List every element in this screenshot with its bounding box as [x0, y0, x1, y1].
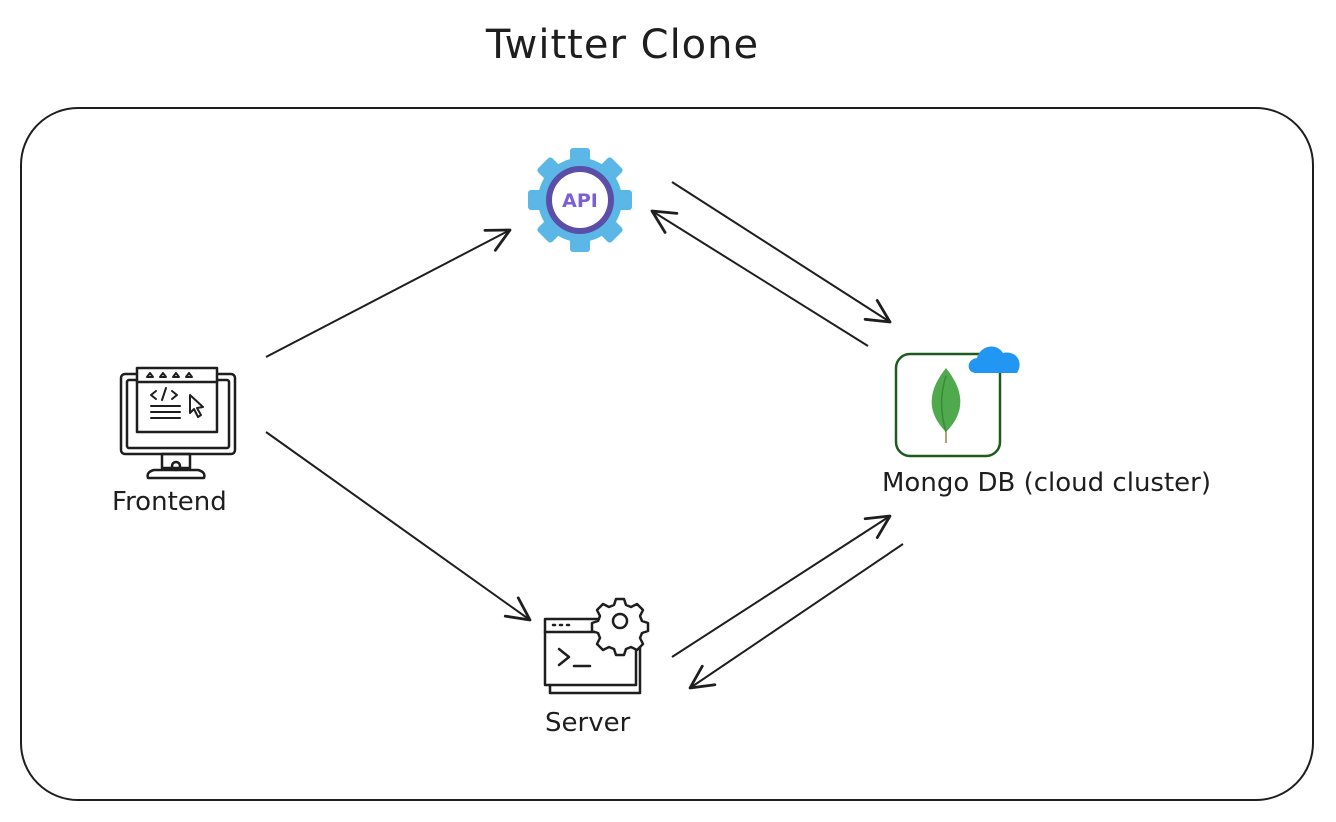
edge-frontend-server — [265, 431, 532, 622]
mongo-label: Mongo DB (cloud cluster) — [882, 468, 1211, 498]
edge-mongo-server — [688, 543, 904, 690]
diagram-frame — [20, 107, 1314, 801]
cloud-icon — [968, 346, 1020, 373]
page-title: Twitter Clone — [485, 22, 760, 68]
frontend-label: Frontend — [112, 487, 227, 517]
edge-frontend-api — [265, 228, 512, 358]
server-label: Server — [545, 708, 631, 738]
frontend-monitor-icon — [119, 366, 237, 480]
edge-api-mongo — [671, 181, 892, 324]
api-icon-label: API — [562, 190, 598, 212]
server-gear-icon — [590, 597, 650, 657]
api-gear-icon: API — [528, 148, 632, 252]
edge-server-mongo — [671, 514, 892, 658]
mongodb-leaf-icon — [894, 352, 1002, 458]
edge-mongo-api — [650, 209, 869, 347]
